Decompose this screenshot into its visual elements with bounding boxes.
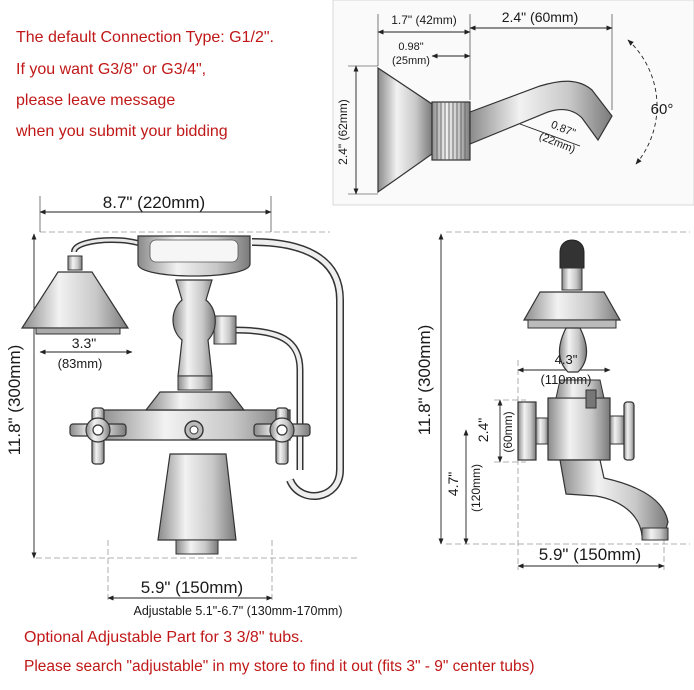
- arm-angle-label: 60°: [651, 101, 674, 118]
- arm-length-label: 2.4" (60mm): [502, 9, 579, 25]
- side-height-label: 11.8" (300mm): [415, 325, 434, 436]
- spout-height-mm-label: (120mm): [469, 464, 483, 512]
- side-wall-plate: [517, 401, 537, 461]
- spout-height-in-label: 4.7": [445, 472, 461, 496]
- arm-height-label: 2.4" (62mm): [336, 99, 350, 165]
- shower-arm: [469, 80, 613, 145]
- flange-width-label: 1.7" (42mm): [391, 13, 457, 27]
- leave-message-note: please leave message: [16, 92, 176, 109]
- connection-type-note: The default Connection Type: G1/2".: [16, 29, 274, 46]
- search-adjustable-note: Please search "adjustable" in my store t…: [24, 658, 535, 675]
- nut-width-mm-label: (25mm): [392, 55, 430, 67]
- head-dia-mm-label: (83mm): [58, 356, 103, 371]
- reach-label: 5.9" (150mm): [539, 545, 641, 564]
- shower-arm-detail: 1.7" (42mm) 2.4" (60mm) 0.98" (25mm) 2.4…: [332, 0, 694, 206]
- body-height-mm-label: (60mm): [501, 411, 515, 452]
- nut-width-in-label: 0.98": [398, 41, 423, 53]
- shower-head: [20, 271, 130, 329]
- optional-part-note: Optional Adjustable Part for 3 3/8" tubs…: [24, 629, 304, 646]
- hot-cross-handle: [69, 407, 127, 465]
- bidding-note: when you submit your bidding: [16, 123, 228, 140]
- body-height-in-label: 2.4": [475, 418, 491, 442]
- side-cradle: [522, 291, 622, 321]
- cold-cross-handle: [253, 407, 311, 465]
- total-width-label: 8.7" (220mm): [103, 193, 205, 212]
- mixer-body: [144, 391, 246, 411]
- hose-connector: [213, 315, 237, 345]
- tub-spout: [157, 453, 237, 541]
- diverter-column: [172, 279, 216, 377]
- shower-hose: [251, 238, 344, 500]
- side-depth-in-label: 4.3": [555, 352, 578, 367]
- side-body: [547, 397, 611, 461]
- adjustable-range-label: Adjustable 5.1"-6.7" (130mm-170mm): [134, 604, 343, 618]
- head-dia-in-label: 3.3": [72, 335, 96, 351]
- side-handle: [623, 401, 635, 461]
- side-depth-mm-label: (110mm): [540, 372, 591, 387]
- side-spout: [559, 459, 669, 537]
- faucet-front-view: 8.7" (220mm) 11.8" (300mm) 3.3" (83mm) 5…: [5, 193, 360, 618]
- connector-nut: [431, 101, 471, 161]
- thread-option-note: If you want G3/8" or G3/4",: [16, 61, 207, 78]
- faucet-side-view: 11.8" (300mm) 4.3" (110mm) 2.4" (60mm) 4…: [415, 231, 690, 570]
- center-distance-label: 5.9" (150mm): [141, 578, 243, 597]
- front-height-label: 11.8" (300mm): [5, 345, 24, 456]
